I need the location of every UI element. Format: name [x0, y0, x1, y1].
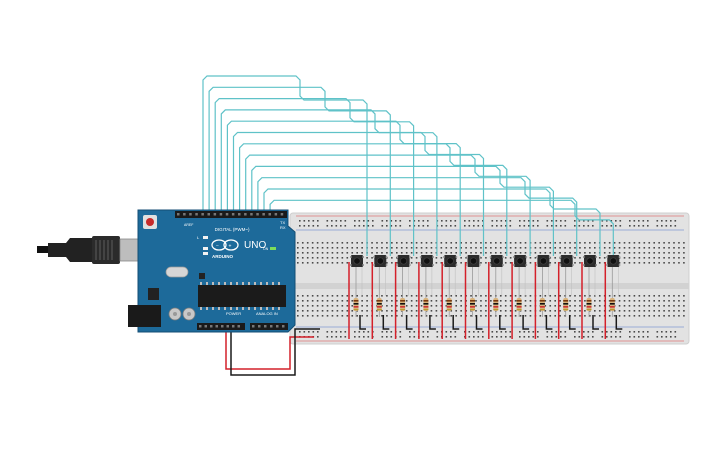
resistor [586, 262, 592, 317]
breadboard-rail-lines [296, 215, 684, 342]
resistor [376, 262, 382, 317]
board-model: UNO [244, 240, 266, 251]
digital-header [175, 211, 287, 218]
ground-jumper [522, 315, 530, 330]
push-button[interactable] [373, 255, 388, 267]
svg-text:−: − [216, 243, 219, 249]
push-button[interactable] [489, 255, 504, 267]
reset-button[interactable] [146, 218, 154, 226]
resistor [516, 262, 522, 317]
crystal-oscillator [165, 266, 189, 278]
resistor [539, 262, 545, 317]
signal-wire [257, 177, 578, 256]
push-button[interactable] [536, 255, 551, 267]
signal-wire [245, 154, 531, 256]
rx-label: RX [280, 225, 286, 230]
push-button[interactable] [606, 255, 621, 267]
push-button[interactable] [350, 255, 364, 267]
resistor [493, 262, 499, 317]
arduino-logo-icon: − + [211, 239, 239, 251]
ground-wire [230, 328, 320, 376]
ground-jumper [475, 315, 483, 330]
push-buttons[interactable] [350, 255, 621, 267]
power-wire-5v [225, 330, 314, 370]
ground-jumper [405, 315, 413, 330]
ground-jumper [545, 315, 553, 330]
resistor [563, 262, 569, 317]
analog-label: ANALOG IN [256, 311, 278, 316]
usb-cable[interactable] [37, 236, 139, 264]
digital-label: DIGITAL (PWM~) [215, 227, 250, 232]
push-button[interactable] [466, 255, 481, 267]
small-ic [199, 273, 205, 279]
signal-wire [269, 199, 614, 256]
resistor [470, 262, 475, 317]
push-button[interactable] [513, 255, 528, 267]
push-button[interactable] [419, 255, 434, 267]
signal-wires [202, 75, 614, 256]
l-led-label: L [197, 235, 200, 240]
tx-led [203, 247, 208, 250]
resistor [353, 262, 359, 317]
rx-led [203, 252, 208, 255]
l-led [203, 236, 208, 239]
resistor [609, 262, 615, 317]
ground-jumper [452, 315, 460, 330]
svg-text:+: + [229, 244, 232, 250]
ground-jumper [359, 315, 366, 330]
ground-jumper [429, 315, 436, 330]
aref-label: AREF [184, 223, 193, 227]
resistor [446, 262, 452, 317]
push-button[interactable] [396, 255, 411, 267]
components [348, 262, 623, 339]
power-label: POWER [226, 311, 241, 316]
board-brand: ARDUINO [212, 254, 233, 259]
resistor [400, 262, 406, 317]
on-led [270, 247, 276, 250]
voltage-regulator [148, 288, 159, 300]
atmega-chip [198, 285, 286, 307]
analog-header [250, 323, 288, 330]
on-led-label: ON [263, 247, 269, 251]
signal-wire [251, 165, 555, 256]
arduino-uno-board[interactable]: DIGITAL (PWM~) TX RX AREF L ON − + UNO A… [128, 209, 296, 333]
tx-label: TX [280, 220, 285, 225]
ground-jumper [615, 315, 623, 330]
push-button[interactable] [559, 255, 574, 267]
ground-jumper [592, 315, 599, 330]
ground-jumper [568, 315, 576, 330]
signal-wire [263, 188, 601, 256]
ground-jumper [499, 315, 506, 330]
ground-jumper [382, 315, 390, 330]
resistor [423, 262, 429, 317]
push-button[interactable] [583, 255, 597, 267]
dc-power-jack[interactable] [128, 305, 161, 327]
signal-wire [202, 75, 368, 256]
power-wires [225, 328, 320, 376]
push-button[interactable] [443, 255, 458, 267]
